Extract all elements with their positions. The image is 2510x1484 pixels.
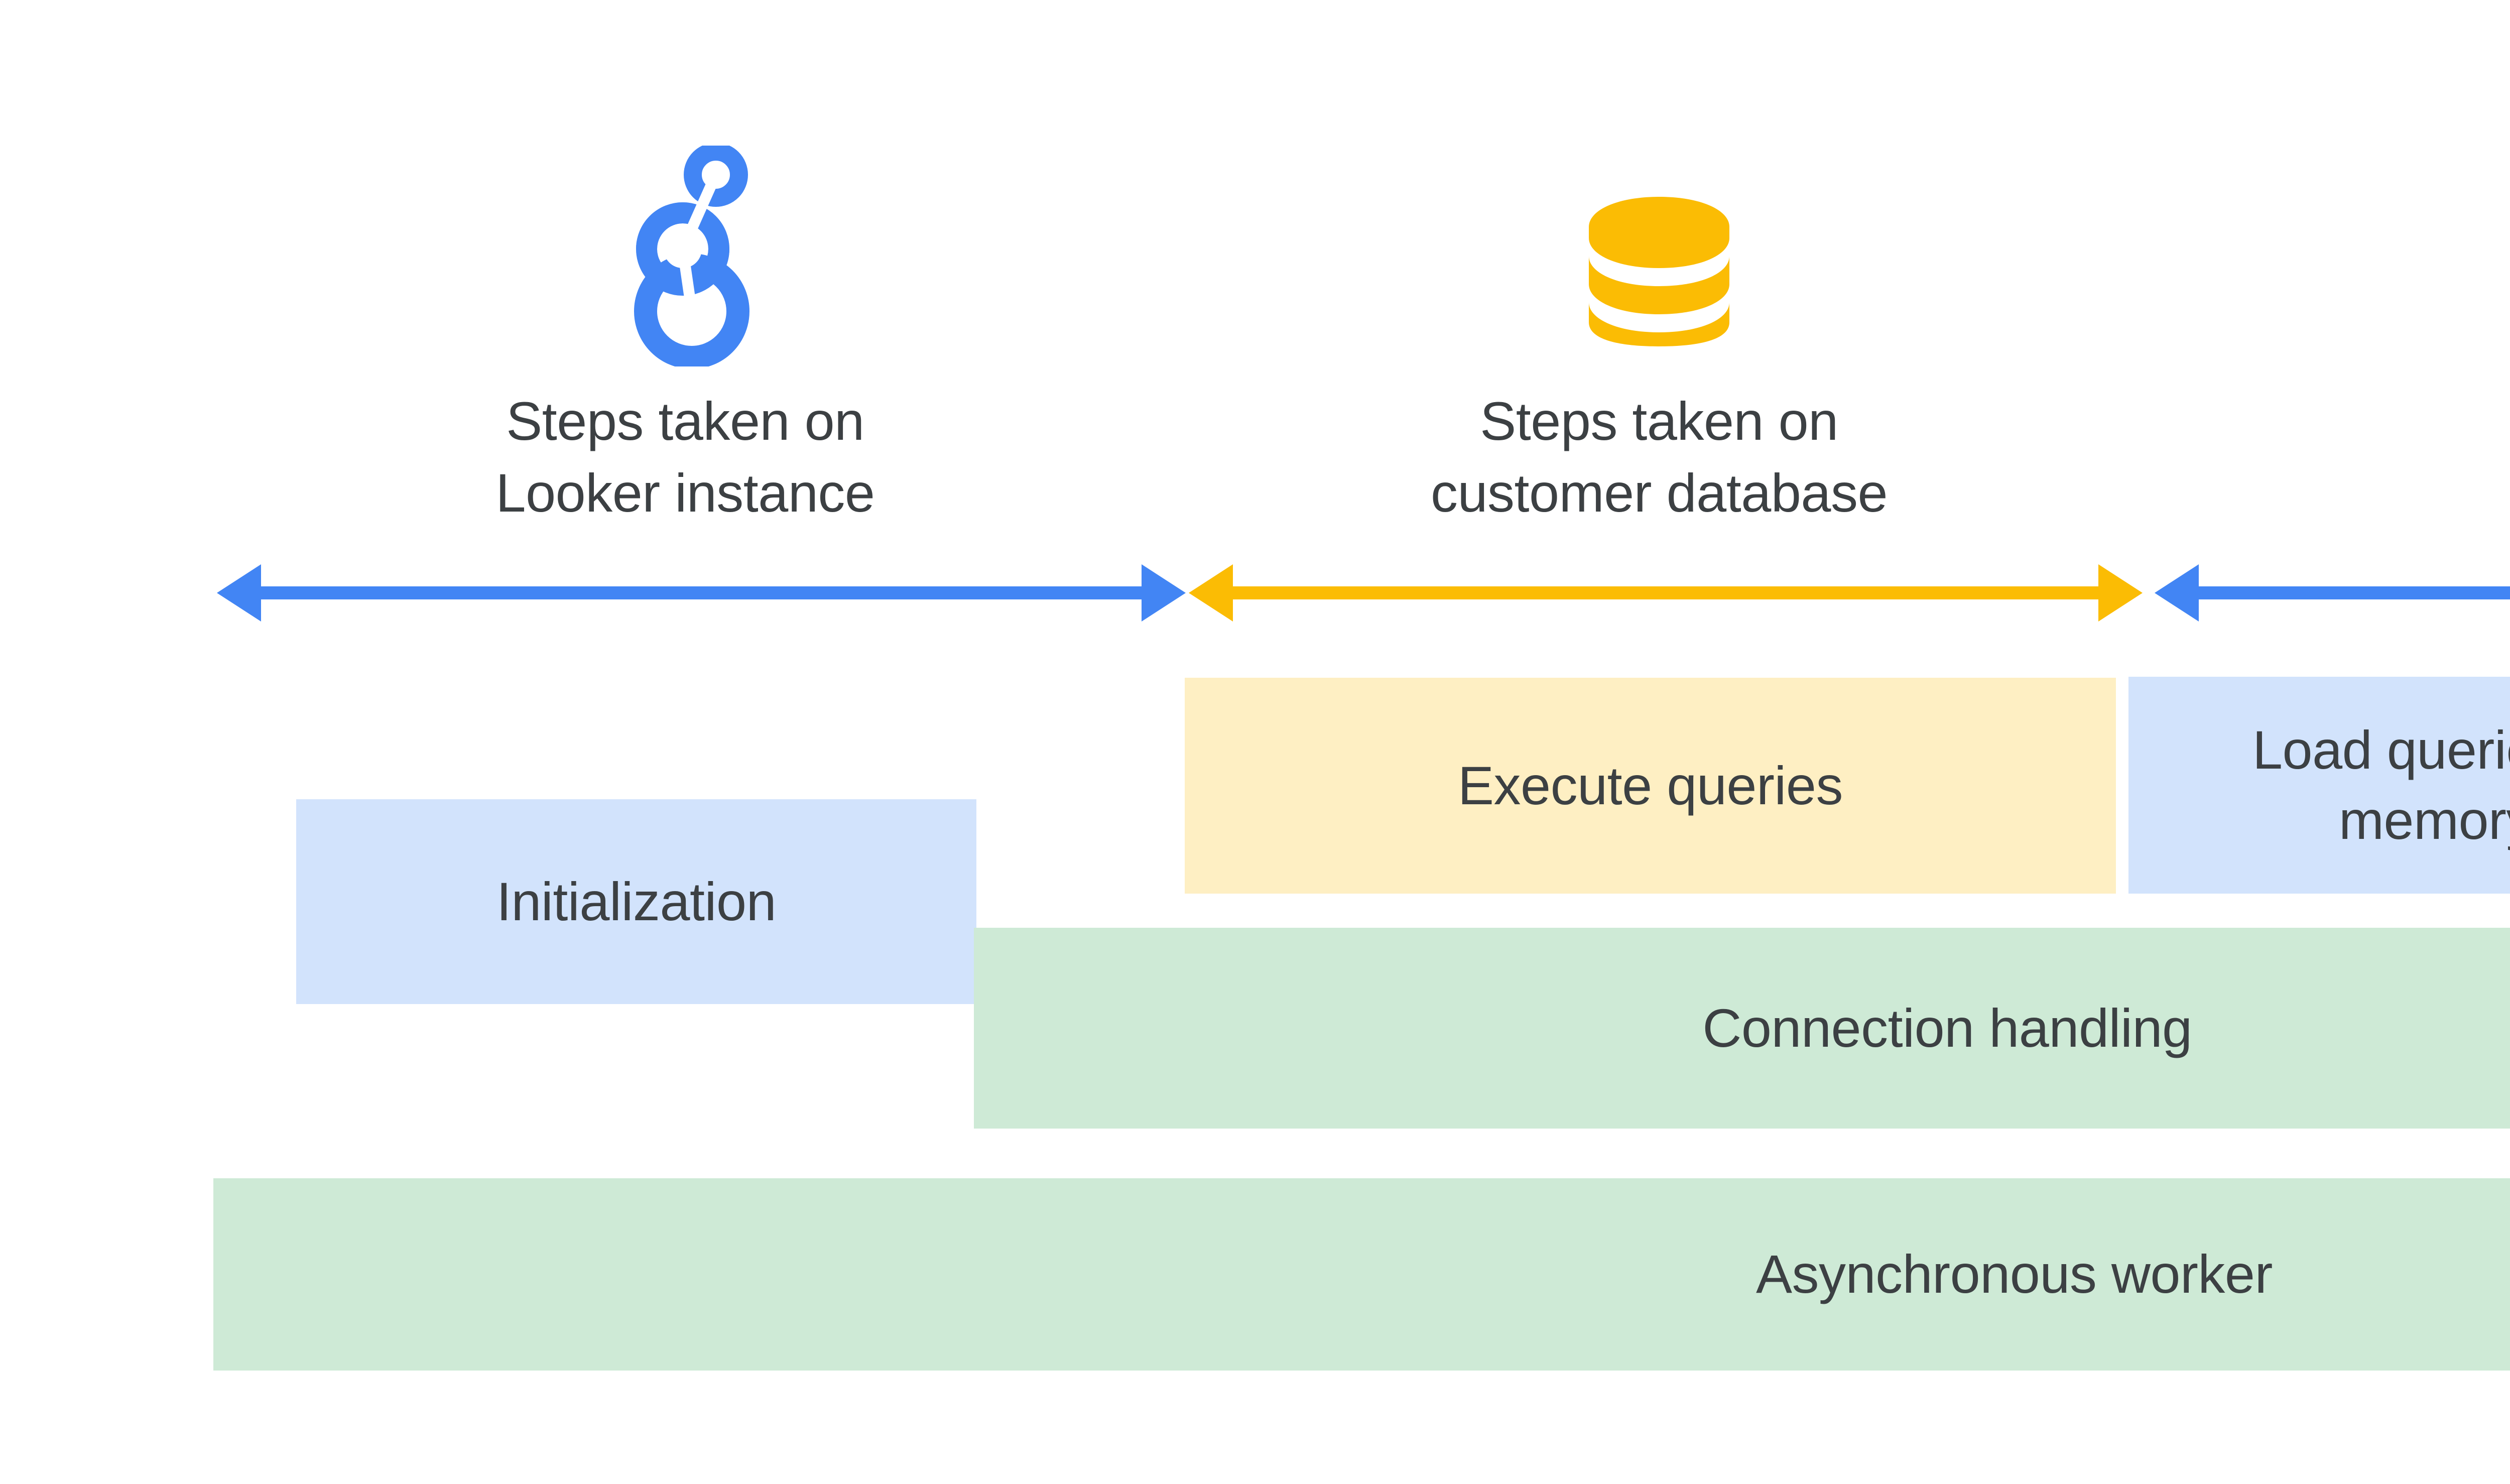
database-icon: [1584, 196, 1734, 346]
phase-box-execute-queries: Execute queries: [1185, 678, 2116, 894]
range-arrow-looker-right: [2155, 564, 2510, 622]
section-caption-looker-left: Steps taken on Looker instance: [495, 391, 875, 523]
phase-box-load-queries-in-memory: Load queries in memory: [2128, 677, 2510, 894]
section-caption-customer-database: Steps taken on customer database: [1430, 391, 1888, 523]
range-arrow-customer-database: [1189, 564, 2143, 622]
range-arrow-looker-left: [217, 564, 1186, 622]
phase-box-initialization: Initialization: [296, 799, 976, 1004]
phase-box-connection-handling: Connection handling: [974, 928, 2510, 1129]
phase-box-asynchronous-worker: Asynchronous worker: [213, 1178, 2510, 1371]
looker-icon: [617, 143, 753, 369]
